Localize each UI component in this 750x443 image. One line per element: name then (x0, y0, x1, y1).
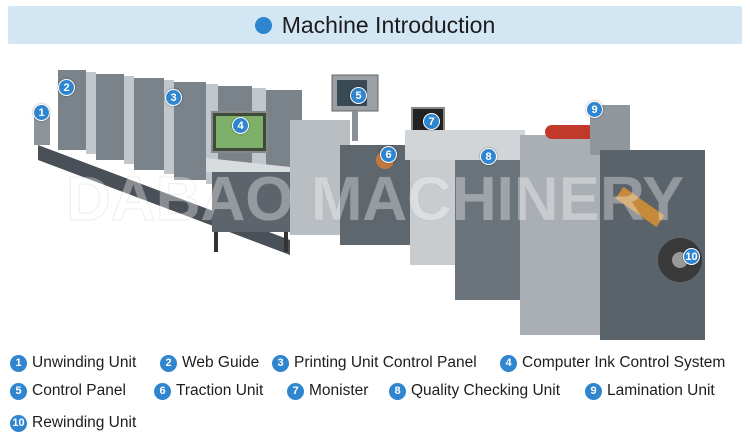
machine-drawing (34, 70, 705, 340)
legend-label-7: Monister (309, 382, 369, 399)
legend-item-7: 7 Monister (287, 382, 368, 400)
legend-label-4: Computer Ink Control System (522, 354, 726, 371)
legend-num-1: 1 (10, 354, 27, 372)
legend-item-8: 8 Quality Checking Unit (389, 382, 560, 400)
callout-10: 10 (683, 248, 700, 265)
control-panel-post (331, 74, 379, 141)
legend-item-9: 9 Lamination Unit (585, 382, 715, 400)
legend-num-10: 10 (10, 414, 27, 432)
legend-label-2: Web Guide (182, 354, 260, 371)
legend-num-9: 9 (585, 382, 602, 400)
label-web (615, 186, 665, 228)
callout-6: 6 (380, 146, 397, 163)
quality-side-panel (410, 160, 455, 265)
legend-item-1: 1 Unwinding Unit (10, 354, 136, 372)
legend: 1 Unwinding Unit 2 Web Guide 3 Printing … (0, 348, 750, 443)
callout-2: 2 (58, 79, 75, 96)
callout-4: 4 (232, 117, 249, 134)
callout-8: 8 (480, 148, 497, 165)
legend-num-8: 8 (389, 382, 406, 400)
legend-item-10: 10 Rewinding Unit (10, 414, 136, 432)
header-banner: Machine Introduction (8, 6, 742, 44)
legend-label-5: Control Panel (32, 382, 126, 399)
callout-9: 9 (586, 101, 603, 118)
callout-3: 3 (165, 89, 182, 106)
legend-num-2: 2 (160, 354, 177, 372)
legend-label-10: Rewinding Unit (32, 414, 137, 431)
legend-num-3: 3 (272, 354, 289, 372)
legend-label-1: Unwinding Unit (32, 354, 137, 371)
page-title: Machine Introduction (281, 11, 496, 38)
legend-num-5: 5 (10, 382, 27, 400)
legend-num-4: 4 (500, 354, 517, 372)
legend-label-8: Quality Checking Unit (411, 382, 561, 399)
legend-item-5: 5 Control Panel (10, 382, 126, 400)
legend-label-9: Lamination Unit (607, 382, 715, 399)
legend-label-3: Printing Unit Control Panel (294, 354, 477, 371)
machine-illustration: DABAO MACHINERY 1 2 3 4 5 6 7 8 9 10 (0, 50, 750, 342)
legend-num-7: 7 (287, 382, 304, 400)
legend-label-6: Traction Unit (176, 382, 264, 399)
legend-item-3: 3 Printing Unit Control Panel (272, 354, 477, 372)
legend-num-6: 6 (154, 382, 171, 400)
callout-1: 1 (33, 104, 50, 121)
header-dot-icon (254, 16, 272, 34)
callout-7: 7 (423, 113, 440, 130)
quality-table-top (405, 130, 525, 160)
legend-item-6: 6 Traction Unit (154, 382, 263, 400)
traction-unit-body (340, 145, 410, 245)
callout-5: 5 (350, 87, 367, 104)
legend-item-4: 4 Computer Ink Control System (500, 354, 725, 372)
lamination-frame (520, 135, 600, 335)
legend-item-2: 2 Web Guide (160, 354, 259, 372)
